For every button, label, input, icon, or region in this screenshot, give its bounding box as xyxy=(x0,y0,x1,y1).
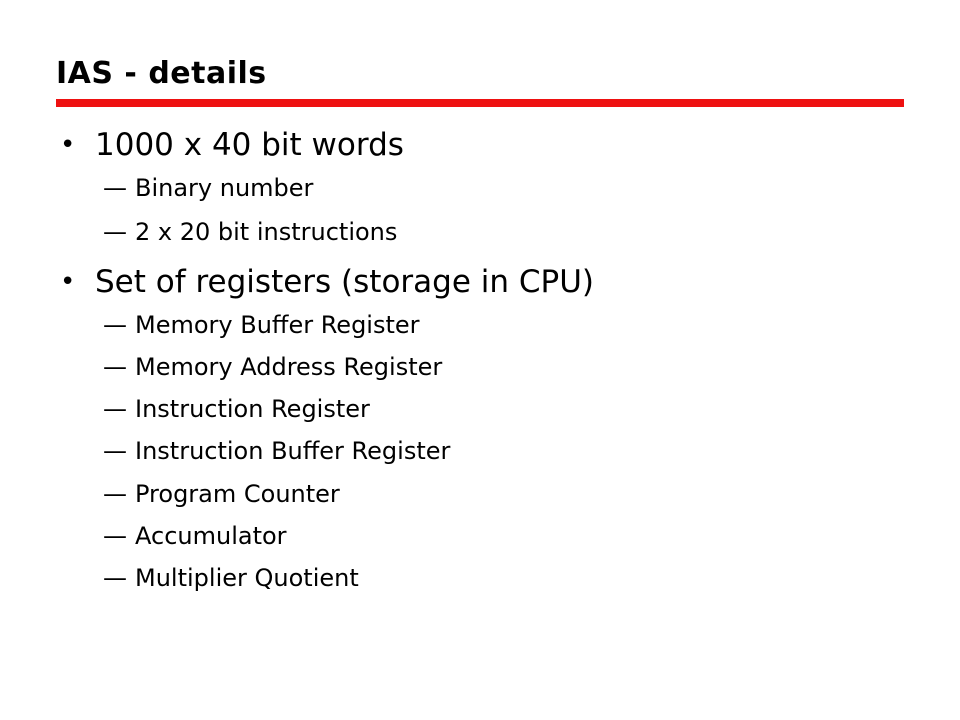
bullet-dot-icon: • xyxy=(60,130,76,160)
sub-bullet-item: — Memory Buffer Register xyxy=(103,310,420,340)
bullet-dot-icon: • xyxy=(60,267,76,297)
sub-bullet-text: Instruction Buffer Register xyxy=(135,437,451,465)
sub-bullet-text: Multiplier Quotient xyxy=(135,564,359,592)
dash-icon: — xyxy=(103,218,127,246)
sub-bullet-item: — Multiplier Quotient xyxy=(103,563,359,593)
bullet-text: 1000 x 40 bit words xyxy=(95,127,404,163)
sub-bullet-text: Accumulator xyxy=(135,522,287,550)
dash-icon: — xyxy=(103,395,127,423)
dash-icon: — xyxy=(103,437,127,465)
sub-bullet-item: — 2 x 20 bit instructions xyxy=(103,217,397,247)
sub-bullet-text: Instruction Register xyxy=(135,395,370,423)
sub-bullet-text: Memory Address Register xyxy=(135,353,443,381)
sub-bullet-item: — Binary number xyxy=(103,173,313,203)
title-underline xyxy=(56,99,904,107)
dash-icon: — xyxy=(103,174,127,202)
slide-title: IAS - details xyxy=(56,56,267,91)
sub-bullet-text: Binary number xyxy=(135,174,314,202)
sub-bullet-item: — Memory Address Register xyxy=(103,352,442,382)
sub-bullet-item: — Accumulator xyxy=(103,521,287,551)
dash-icon: — xyxy=(103,311,127,339)
dash-icon: — xyxy=(103,522,127,550)
sub-bullet-item: — Instruction Register xyxy=(103,394,370,424)
sub-bullet-text: Memory Buffer Register xyxy=(135,311,420,339)
sub-bullet-item: — Instruction Buffer Register xyxy=(103,436,450,466)
sub-bullet-text: Program Counter xyxy=(135,480,340,508)
dash-icon: — xyxy=(103,564,127,592)
dash-icon: — xyxy=(103,480,127,508)
dash-icon: — xyxy=(103,353,127,381)
sub-bullet-item: — Program Counter xyxy=(103,479,340,509)
sub-bullet-text: 2 x 20 bit instructions xyxy=(135,218,398,246)
bullet-text: Set of registers (storage in CPU) xyxy=(95,264,594,300)
